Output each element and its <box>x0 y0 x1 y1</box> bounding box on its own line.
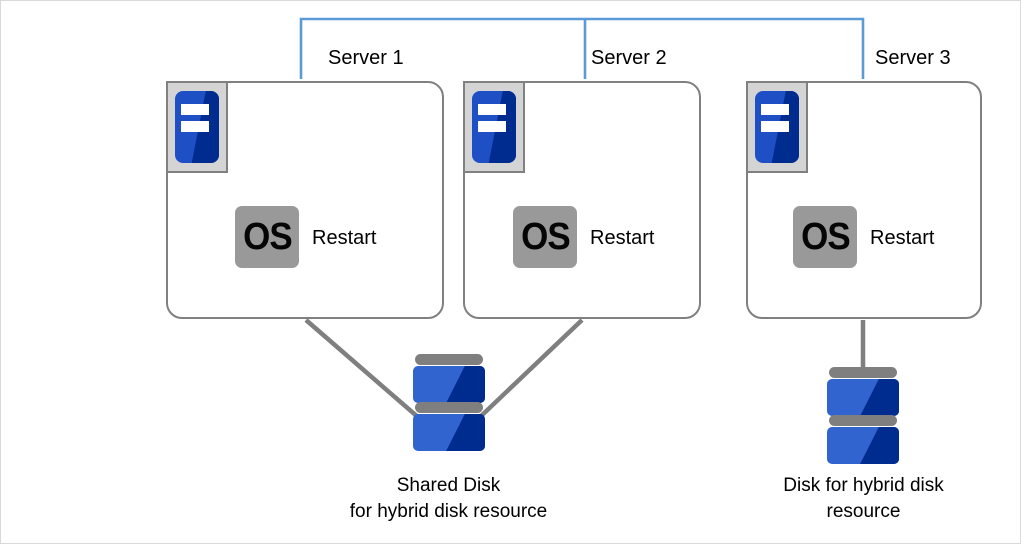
disk-shading <box>446 414 485 451</box>
server-icon-bar-top <box>761 103 790 115</box>
server-2-box[interactable] <box>463 81 701 319</box>
shared-disk-caption-line-1: Shared Disk <box>396 475 501 496</box>
disk-cap-top <box>829 367 897 378</box>
disk-cap-middle <box>415 402 483 413</box>
server-1-label: Server 1 <box>328 47 404 69</box>
server-icon-body <box>472 91 516 163</box>
server-2-status: Restart <box>590 227 655 249</box>
server-1-server-icon <box>166 81 228 173</box>
shared-disk-icon <box>413 354 485 451</box>
hybrid-disk-caption: Disk for hybrid disk resource <box>741 473 986 524</box>
server-3-status: Restart <box>870 227 935 249</box>
server-icon-bar-bottom <box>181 121 210 133</box>
shared-disk-caption-line-2: for hybrid disk resource <box>349 500 548 522</box>
disk-platter-bottom <box>827 427 899 464</box>
os-badge-text: OS <box>520 216 571 258</box>
disk-platter-bottom <box>413 414 485 451</box>
server-icon-body <box>175 91 219 163</box>
disk-platter-top <box>413 366 485 403</box>
os-badge-text: OS <box>242 216 293 258</box>
disk-cap-top <box>415 354 483 365</box>
disk-cap-middle <box>829 415 897 426</box>
server-1-os-badge: OS <box>235 206 299 268</box>
disk-shading <box>446 366 485 403</box>
connector-server2-shared-disk <box>477 318 584 420</box>
os-badge-text: OS <box>800 216 851 258</box>
server-1-status: Restart <box>312 227 377 249</box>
shared-disk-caption: Shared Disk for hybrid disk resource <box>296 473 601 524</box>
server-3-os-badge: OS <box>793 206 857 268</box>
hybrid-disk-caption-line-2: resource <box>826 500 901 522</box>
server-2-label: Server 2 <box>591 47 667 69</box>
hybrid-disk-icon <box>827 367 899 464</box>
server-icon-bar-top <box>478 103 507 115</box>
server-icon-bar-bottom <box>761 121 790 133</box>
hybrid-disk-caption-line-1: Disk for hybrid disk <box>783 475 944 496</box>
disk-shading <box>860 427 899 464</box>
server-2-server-icon <box>463 81 525 173</box>
server-group-bracket <box>299 17 865 79</box>
server-3-label: Server 3 <box>875 47 951 69</box>
server-icon-body <box>755 91 799 163</box>
disk-platter-top <box>827 379 899 416</box>
disk-shading <box>860 379 899 416</box>
connector-server1-shared-disk <box>304 318 421 420</box>
server-2-os-badge: OS <box>513 206 577 268</box>
server-icon-bar-top <box>181 103 210 115</box>
server-icon-bar-bottom <box>478 121 507 133</box>
server-3-server-icon <box>746 81 808 173</box>
